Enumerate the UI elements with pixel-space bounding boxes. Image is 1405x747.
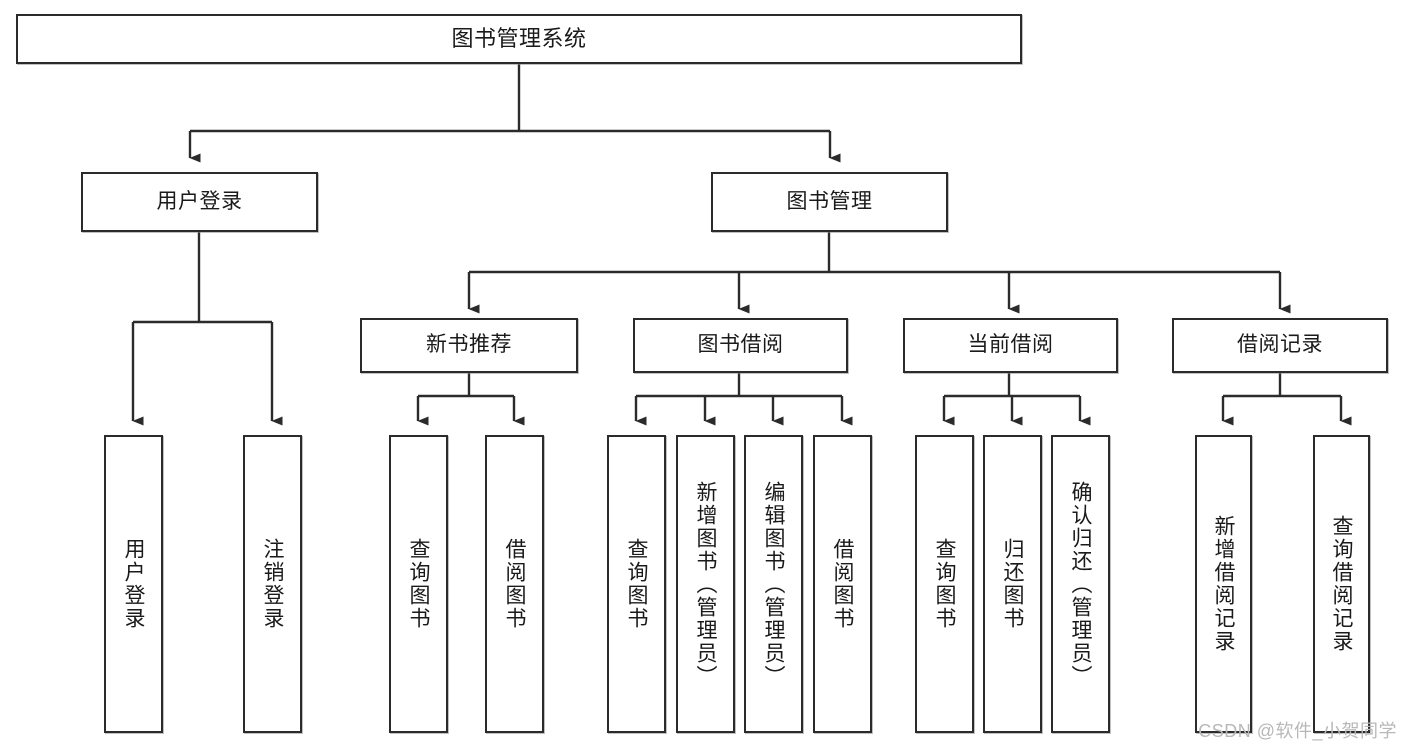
csdn-watermark: CSDN @软件_小贺同学 (1198, 721, 1397, 741)
node-book-management-label: 图书管理 (786, 189, 873, 213)
node-book-borrow-label: 图书借阅 (697, 333, 784, 357)
node-new-book-recommend-label: 新书推荐 (426, 333, 512, 357)
node-root-system[interactable]: 图书管理系统 (16, 14, 1022, 64)
node-borrow-record-label: 借阅记录 (1237, 333, 1323, 357)
node-leaf-edit-book-admin-label: 编辑图书（管理员） (762, 480, 786, 688)
node-leaf-query-book-3-label: 查询图书 (933, 538, 957, 630)
node-leaf-query-book-1[interactable]: 查询图书 (389, 435, 448, 733)
node-leaf-user-login[interactable]: 用户登录 (104, 435, 163, 733)
node-leaf-user-logout-label: 注销登录 (261, 538, 285, 630)
node-leaf-return-book[interactable]: 归还图书 (983, 435, 1042, 733)
node-borrow-record[interactable]: 借阅记录 (1172, 318, 1388, 373)
node-leaf-query-book-1-label: 查询图书 (407, 538, 431, 630)
node-leaf-query-book-2[interactable]: 查询图书 (607, 435, 666, 733)
node-leaf-query-book-2-label: 查询图书 (625, 538, 649, 630)
node-leaf-borrow-book-2[interactable]: 借阅图书 (813, 435, 872, 733)
node-book-borrow[interactable]: 图书借阅 (633, 318, 848, 373)
node-root-system-label: 图书管理系统 (451, 25, 587, 51)
node-leaf-query-book-3[interactable]: 查询图书 (915, 435, 974, 733)
node-leaf-return-book-label: 归还图书 (1001, 538, 1025, 630)
node-leaf-edit-book-admin[interactable]: 编辑图书（管理员） (744, 435, 803, 733)
node-leaf-add-book-admin[interactable]: 新增图书（管理员） (676, 435, 735, 733)
node-user-login-label: 用户登录 (156, 189, 243, 213)
node-user-login[interactable]: 用户登录 (81, 172, 318, 232)
node-book-management[interactable]: 图书管理 (711, 172, 948, 232)
node-leaf-user-logout[interactable]: 注销登录 (243, 435, 302, 733)
node-leaf-borrow-book-2-label: 借阅图书 (831, 538, 855, 630)
node-leaf-query-borrow-record-label: 查询借阅记录 (1330, 515, 1354, 653)
node-new-book-recommend[interactable]: 新书推荐 (360, 318, 578, 373)
node-current-borrow[interactable]: 当前借阅 (903, 318, 1118, 373)
node-leaf-confirm-return-admin[interactable]: 确认归还（管理员） (1051, 435, 1110, 733)
node-leaf-confirm-return-admin-label: 确认归还（管理员） (1069, 480, 1093, 688)
node-leaf-add-borrow-record-label: 新增借阅记录 (1212, 515, 1236, 653)
node-leaf-borrow-book-1-label: 借阅图书 (503, 538, 527, 630)
node-leaf-query-borrow-record[interactable]: 查询借阅记录 (1313, 435, 1370, 733)
node-leaf-add-book-admin-label: 新增图书（管理员） (694, 480, 718, 688)
node-leaf-add-borrow-record[interactable]: 新增借阅记录 (1195, 435, 1252, 733)
node-leaf-borrow-book-1[interactable]: 借阅图书 (485, 435, 544, 733)
node-current-borrow-label: 当前借阅 (967, 333, 1054, 357)
node-leaf-user-login-label: 用户登录 (122, 538, 146, 630)
